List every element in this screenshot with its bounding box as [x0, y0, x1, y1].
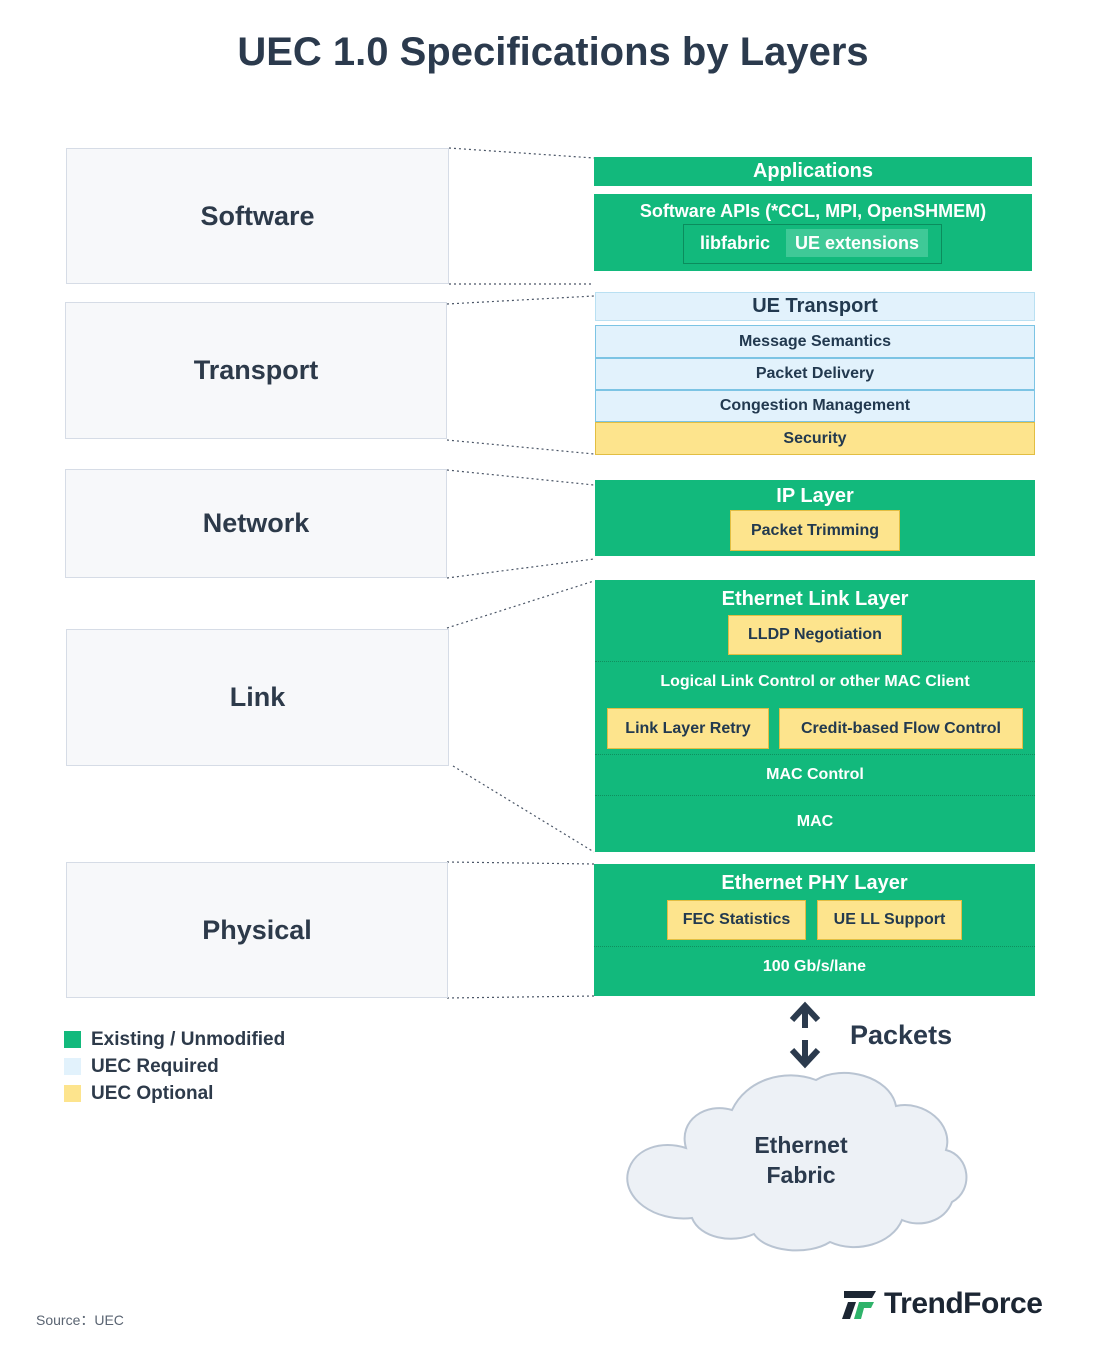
legend: Existing / Unmodified UEC Required UEC O… [64, 1026, 285, 1107]
cloud-label: Ethernet Fabric [700, 1130, 902, 1190]
legend-swatch-existing [64, 1031, 81, 1048]
ethernet-phy-layer-label: Ethernet PHY Layer [721, 871, 908, 894]
link-divider-1 [595, 661, 1035, 662]
legend-swatch-required [64, 1058, 81, 1075]
phy-divider [594, 946, 1035, 947]
layer-link: Link [66, 629, 449, 766]
legend-swatch-optional [64, 1085, 81, 1102]
security-block: Security [595, 422, 1035, 455]
layer-physical: Physical [66, 862, 448, 998]
ue-transport-header: UE Transport [595, 292, 1035, 321]
libfabric-label: libfabric [699, 233, 770, 253]
logical-link-control-label: Logical Link Control or other MAC Client [660, 673, 970, 690]
legend-label-required: UEC Required [91, 1055, 219, 1077]
ethernet-link-layer-label: Ethernet Link Layer [721, 587, 909, 610]
connector-transport-top [446, 295, 595, 305]
connector-software-top [448, 147, 595, 159]
fec-statistics-chip: FEC Statistics [667, 900, 806, 940]
mac-control-label: MAC Control [766, 766, 864, 783]
cloud-icon [626, 1071, 968, 1252]
packets-label: Packets [850, 1020, 953, 1050]
layer-network: Network [65, 469, 447, 578]
connector-link-bottom [452, 765, 595, 853]
connector-link-top [446, 580, 595, 629]
ue-ll-support-chip: UE LL Support [817, 900, 962, 940]
ue-extensions-label: UE extensions [786, 229, 928, 257]
layer-software: Software [66, 148, 449, 284]
packet-delivery-block: Packet Delivery [595, 358, 1035, 390]
legend-item-required: UEC Required [64, 1053, 285, 1080]
legend-item-existing: Existing / Unmodified [64, 1026, 285, 1053]
ethernet-link-layer-block: Ethernet Link Layer LLDP Negotiation Log… [595, 580, 1035, 852]
libfabric-box: libfabric UE extensions [683, 224, 942, 264]
cloud-label-line2: Fabric [766, 1162, 836, 1188]
link-divider-3 [595, 795, 1035, 796]
ip-layer-label: IP Layer [776, 484, 854, 507]
connector-network-top [446, 469, 595, 486]
connector-transport-bottom [446, 439, 595, 455]
source-note: Source：UEC [36, 1312, 124, 1328]
congestion-management-block: Congestion Management [595, 390, 1035, 422]
software-apis-label: Software APIs (*CCL, MPI, OpenSHMEM) [639, 200, 987, 221]
software-apis-block: Software APIs (*CCL, MPI, OpenSHMEM) lib… [594, 194, 1032, 271]
lane-rate-label: 100 Gb/s/lane [762, 958, 867, 975]
legend-item-optional: UEC Optional [64, 1080, 285, 1107]
legend-label-existing: Existing / Unmodified [91, 1028, 286, 1050]
legend-label-optional: UEC Optional [91, 1082, 214, 1104]
cloud-label-line1: Ethernet [754, 1132, 848, 1158]
layer-transport: Transport [65, 302, 447, 439]
ip-layer-block: IP Layer Packet Trimming [595, 480, 1035, 556]
mac-label: MAC [796, 813, 834, 830]
link-divider-2 [595, 754, 1035, 755]
page-title: UEC 1.0 Specifications by Layers [237, 30, 869, 74]
credit-based-flow-control-chip: Credit-based Flow Control [779, 708, 1023, 749]
packet-trimming-chip: Packet Trimming [730, 510, 900, 551]
applications-block: Applications [594, 157, 1032, 186]
message-semantics-block: Message Semantics [595, 325, 1035, 358]
lldp-negotiation-chip: LLDP Negotiation [728, 615, 902, 655]
brand-logo: TrendForce [842, 1287, 1043, 1321]
ethernet-phy-layer-block: Ethernet PHY Layer FEC Statistics UE LL … [594, 864, 1035, 996]
connector-network-bottom [446, 558, 595, 579]
trendforce-logo-icon [842, 1291, 876, 1319]
connector-physical-bottom [446, 995, 595, 999]
brand-name: TrendForce [884, 1287, 1043, 1320]
connector-physical-top [446, 861, 595, 865]
link-layer-retry-chip: Link Layer Retry [607, 708, 769, 749]
bidirectional-arrow-icon [789, 1001, 821, 1069]
